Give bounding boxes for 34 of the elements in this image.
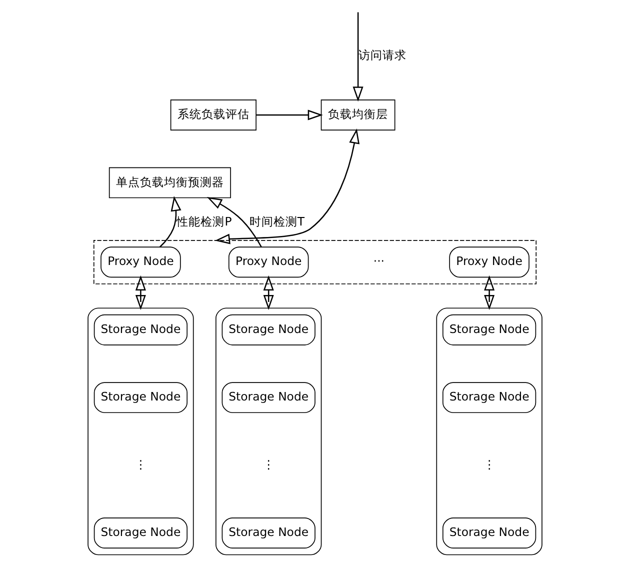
node-box: Proxy Node	[449, 246, 530, 278]
node-box: Storage Node	[94, 518, 188, 548]
cluster	[216, 308, 322, 556]
node-box: Storage Node	[222, 518, 316, 548]
arrow	[214, 128, 360, 244]
arrow	[159, 196, 182, 248]
edge-label: 访问请求	[358, 48, 406, 62]
arrow	[263, 275, 274, 310]
node-box: Storage Node	[442, 518, 536, 548]
node-box: Storage Node	[442, 382, 536, 414]
node-box: 单点负载均衡预测器	[108, 167, 231, 198]
arrow	[352, 12, 364, 102]
node-box: Storage Node	[94, 382, 188, 414]
label: ···	[373, 254, 385, 268]
edge-label: 性能检测P	[176, 214, 232, 229]
arrow	[256, 110, 323, 120]
node-box: Storage Node	[442, 314, 536, 346]
node-box: Storage Node	[94, 314, 188, 346]
arrow	[206, 197, 262, 248]
node-box: Proxy Node	[100, 246, 181, 278]
node-box: 负载均衡层	[320, 100, 396, 130]
arrow	[484, 275, 495, 310]
cluster	[88, 308, 194, 556]
cluster	[93, 240, 537, 284]
arrow	[135, 275, 146, 310]
cluster	[436, 308, 542, 556]
node-box: 系统负载评估	[170, 100, 256, 130]
edge-label: 时间检测T	[249, 214, 305, 229]
label: ⋮	[483, 457, 496, 472]
node-box: Storage Node	[222, 382, 316, 414]
label: ⋮	[262, 457, 274, 472]
label: ⋮	[134, 457, 147, 472]
node-box: Storage Node	[222, 314, 316, 346]
node-box: Proxy Node	[228, 246, 309, 278]
